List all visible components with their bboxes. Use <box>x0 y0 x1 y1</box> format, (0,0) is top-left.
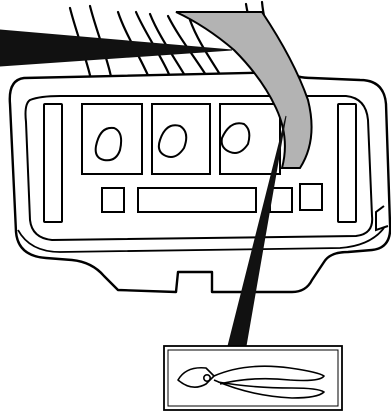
small-slot-left <box>102 188 124 212</box>
tool-callout <box>164 346 342 410</box>
side-slot-right <box>338 104 356 222</box>
tool-callout-frame <box>164 346 342 410</box>
side-slot-left <box>44 104 62 222</box>
small-slot-far-right <box>300 184 322 210</box>
wide-slot <box>138 188 256 212</box>
